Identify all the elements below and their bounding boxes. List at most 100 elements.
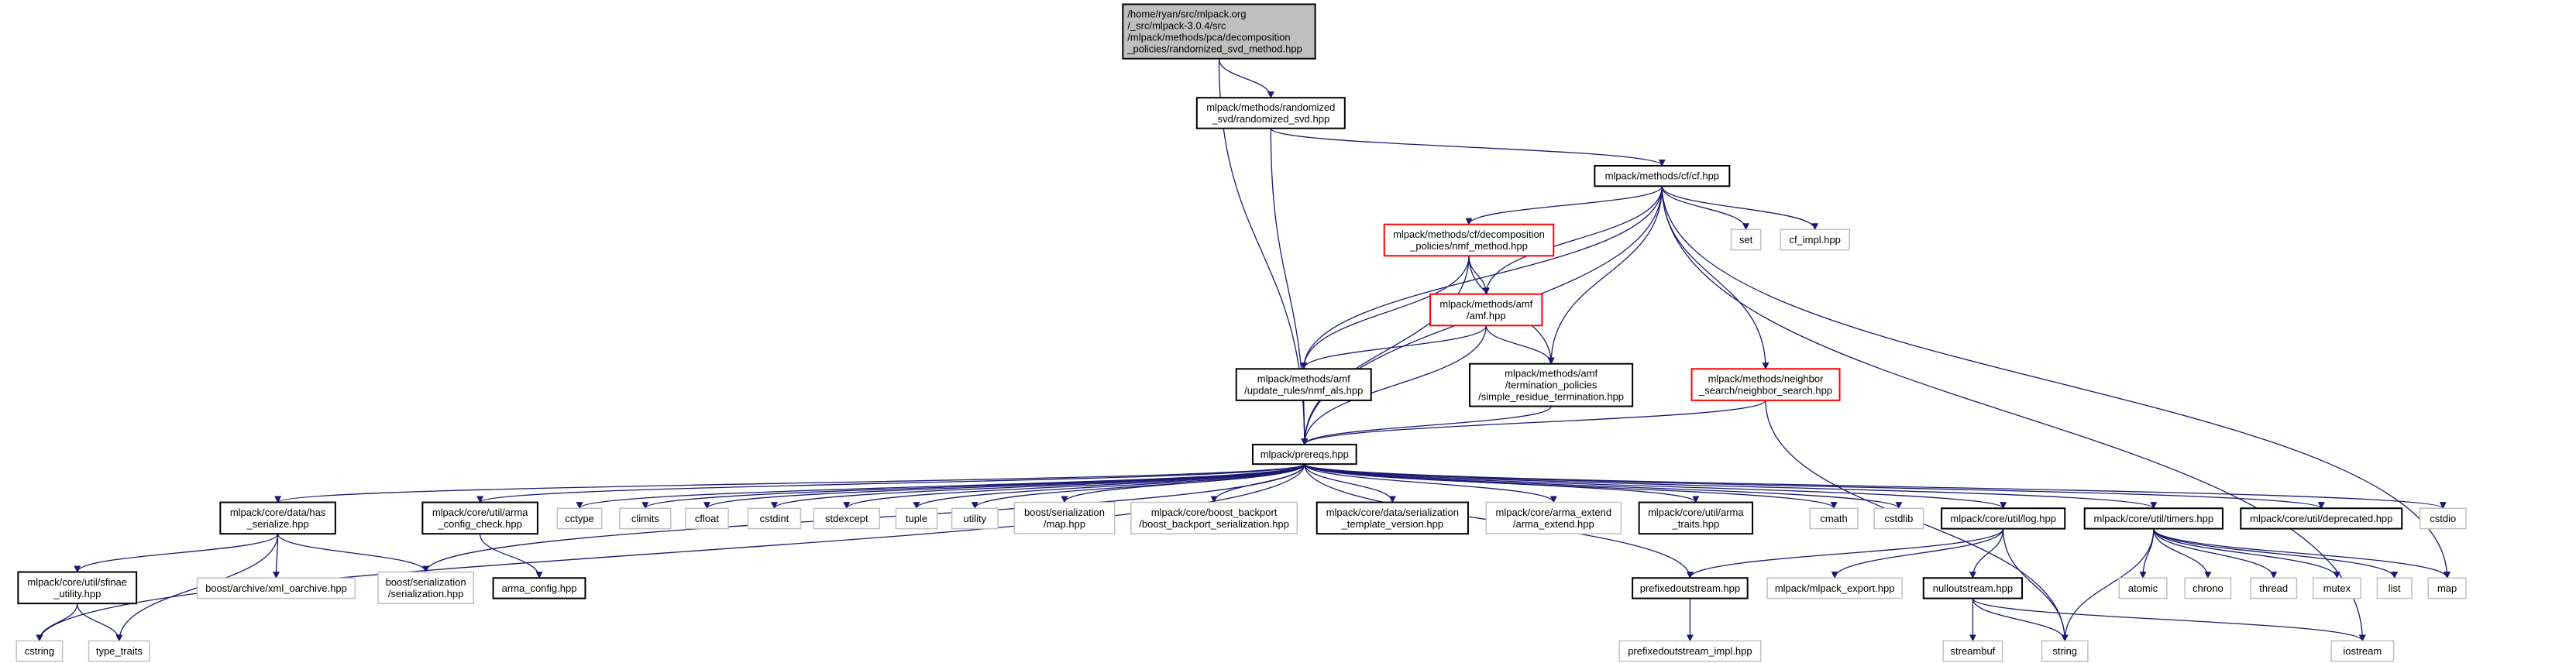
node-rsvd[interactable]: mlpack/methods/randomized_svd/randomized… <box>1195 97 1346 129</box>
node-box[interactable] <box>1594 164 1731 187</box>
node-box[interactable] <box>2083 507 2223 530</box>
node-box[interactable] <box>1766 577 1903 599</box>
node-box[interactable] <box>2376 577 2413 599</box>
node-box[interactable] <box>1383 223 1555 257</box>
node-nmf_als[interactable]: mlpack/methods/amf/update_rules/nmf_als.… <box>1235 368 1372 401</box>
node-box[interactable] <box>17 571 138 605</box>
node-box[interactable] <box>1469 362 1634 407</box>
node-box[interactable] <box>219 501 336 535</box>
node-neighbor[interactable]: mlpack/methods/neighbor_search/neighbor_… <box>1690 368 1841 401</box>
node-deprecated[interactable]: mlpack/core/util/deprecated.hpp <box>2240 507 2403 530</box>
node-box[interactable] <box>1873 507 1924 530</box>
node-iostream[interactable]: iostream <box>2330 640 2395 662</box>
node-has_ser[interactable]: mlpack/core/data/has_serialize.hpp <box>219 501 336 535</box>
node-box[interactable] <box>2330 640 2395 662</box>
node-box[interactable] <box>1730 228 1762 251</box>
node-box[interactable] <box>421 501 538 535</box>
node-box[interactable] <box>2427 577 2467 599</box>
node-prereqs[interactable]: mlpack/prereqs.hpp <box>1251 443 1357 465</box>
node-box[interactable] <box>1251 443 1357 465</box>
node-box[interactable] <box>15 640 64 662</box>
node-serialization[interactable]: boost/serialization/serialization.hpp <box>377 571 474 604</box>
node-cstdlib[interactable]: cstdlib <box>1873 507 1924 530</box>
node-cf[interactable]: mlpack/methods/cf/cf.hpp <box>1594 164 1731 187</box>
node-mutex[interactable]: mutex <box>2312 577 2361 599</box>
node-cmath[interactable]: cmath <box>1809 507 1859 530</box>
node-box[interactable] <box>813 507 881 530</box>
node-box[interactable] <box>1316 501 1469 535</box>
node-box[interactable] <box>377 571 474 604</box>
node-utility[interactable]: utility <box>951 507 999 530</box>
node-map[interactable]: map <box>2427 577 2467 599</box>
node-box[interactable] <box>747 507 802 530</box>
node-sfinae[interactable]: mlpack/core/util/sfinae_utility.hpp <box>17 571 138 605</box>
node-box[interactable] <box>1618 640 1762 662</box>
node-nmf[interactable]: mlpack/methods/cf/decomposition_policies… <box>1383 223 1555 257</box>
node-box[interactable] <box>1235 368 1372 401</box>
node-box[interactable] <box>1632 577 1749 599</box>
node-cctype[interactable]: cctype <box>556 507 603 530</box>
node-xml[interactable]: boost/archive/xml_oarchive.hpp <box>196 577 356 599</box>
node-cstdio[interactable]: cstdio <box>2419 507 2467 530</box>
node-backport[interactable]: mlpack/core/boost_backport/boost_backpor… <box>1130 501 1298 534</box>
node-box[interactable] <box>1690 368 1841 401</box>
node-export[interactable]: mlpack/mlpack_export.hpp <box>1766 577 1903 599</box>
node-box[interactable] <box>1780 228 1850 251</box>
node-arma_config[interactable]: arma_config.hpp <box>492 577 586 599</box>
node-arma_cc[interactable]: mlpack/core/util/arma_config_check.hpp <box>421 501 538 535</box>
node-amf[interactable]: mlpack/methods/amf/amf.hpp <box>1429 293 1543 327</box>
node-box[interactable] <box>1922 577 2024 599</box>
node-box[interactable] <box>2041 640 2089 662</box>
node-box[interactable] <box>2240 507 2403 530</box>
node-cstdint[interactable]: cstdint <box>747 507 802 530</box>
node-box[interactable] <box>2250 577 2298 599</box>
node-type_traits[interactable]: type_traits <box>88 640 150 662</box>
node-list[interactable]: list <box>2376 577 2413 599</box>
node-box[interactable] <box>2184 577 2232 599</box>
node-box[interactable] <box>556 507 603 530</box>
node-box[interactable] <box>2118 577 2168 599</box>
node-thread[interactable]: thread <box>2250 577 2298 599</box>
node-box[interactable] <box>1485 501 1622 534</box>
node-box[interactable] <box>1809 507 1859 530</box>
node-cstring[interactable]: cstring <box>15 640 64 662</box>
node-ser_map[interactable]: boost/serialization/map.hpp <box>1013 501 1116 534</box>
node-box[interactable] <box>1942 640 2003 662</box>
node-box[interactable] <box>2312 577 2361 599</box>
node-set[interactable]: set <box>1730 228 1762 251</box>
node-climits[interactable]: climits <box>619 507 672 530</box>
node-chrono[interactable]: chrono <box>2184 577 2232 599</box>
node-box[interactable] <box>1429 293 1543 327</box>
node-box[interactable] <box>685 507 729 530</box>
node-prefixed_impl[interactable]: prefixedoutstream_impl.hpp <box>1618 640 1762 662</box>
node-tuple[interactable]: tuple <box>895 507 938 530</box>
node-ser_tmpl[interactable]: mlpack/core/data/serialization_template_… <box>1316 501 1469 535</box>
node-box[interactable] <box>895 507 938 530</box>
node-string[interactable]: string <box>2041 640 2089 662</box>
node-streambuf[interactable]: streambuf <box>1942 640 2003 662</box>
node-arma_traits[interactable]: mlpack/core/util/arma_traits.hpp <box>1638 501 1754 535</box>
node-box[interactable] <box>951 507 999 530</box>
node-box[interactable] <box>1195 97 1346 129</box>
node-box[interactable] <box>1638 501 1754 535</box>
node-box[interactable] <box>2419 507 2467 530</box>
node-box[interactable] <box>1013 501 1116 534</box>
node-stdexcept[interactable]: stdexcept <box>813 507 881 530</box>
node-atomic[interactable]: atomic <box>2118 577 2168 599</box>
node-simple_res[interactable]: mlpack/methods/amf/termination_policies/… <box>1469 362 1634 407</box>
node-arma_ext[interactable]: mlpack/core/arma_extend/arma_extend.hpp <box>1485 501 1622 534</box>
node-root[interactable]: /home/ryan/src/mlpack.org/_src/mlpack-3.… <box>1122 3 1316 60</box>
node-nullout[interactable]: nulloutstream.hpp <box>1922 577 2024 599</box>
node-box[interactable] <box>1122 3 1316 60</box>
node-prefixed[interactable]: prefixedoutstream.hpp <box>1632 577 1749 599</box>
node-box[interactable] <box>1941 507 2066 530</box>
node-log[interactable]: mlpack/core/util/log.hpp <box>1941 507 2066 530</box>
node-box[interactable] <box>619 507 672 530</box>
node-box[interactable] <box>196 577 356 599</box>
node-box[interactable] <box>492 577 586 599</box>
node-box[interactable] <box>88 640 150 662</box>
node-cfloat[interactable]: cfloat <box>685 507 729 530</box>
node-cf_impl[interactable]: cf_impl.hpp <box>1780 228 1850 251</box>
node-box[interactable] <box>1130 501 1298 534</box>
node-timers[interactable]: mlpack/core/util/timers.hpp <box>2083 507 2223 530</box>
